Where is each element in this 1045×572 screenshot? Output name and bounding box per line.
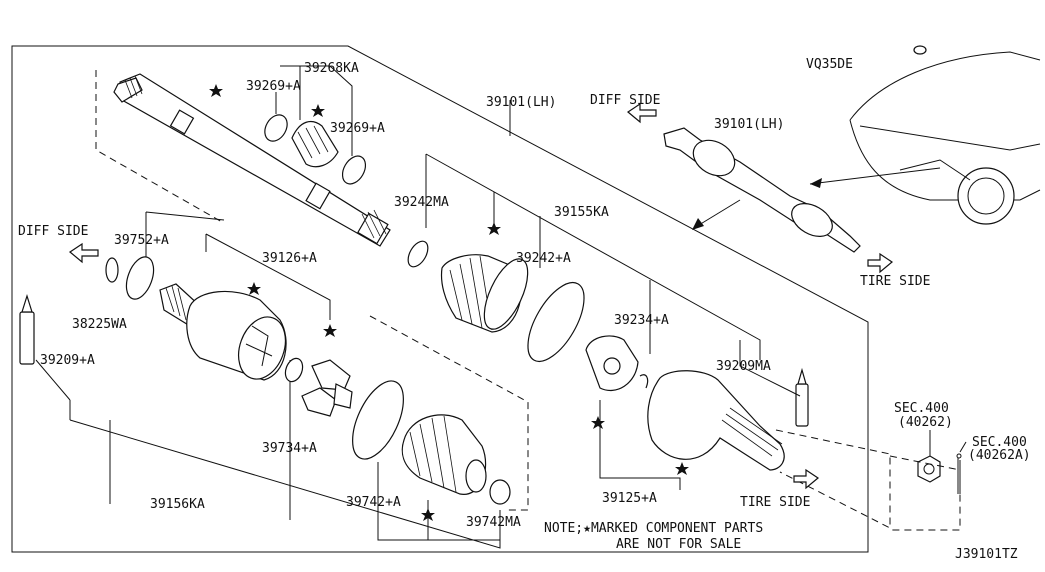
vehicle-sketch (849, 45, 1041, 225)
label-39126A: 39126+A (262, 251, 317, 266)
label-sec400-b: SEC.400 (972, 435, 1027, 450)
note-line-2: ARE NOT FOR SALE (616, 537, 741, 552)
engine-label: VQ35DE (806, 57, 853, 72)
hub-nut-icon (917, 430, 941, 483)
label-39125A: 39125+A (602, 491, 657, 506)
arrow-diff-side-top-icon (626, 102, 657, 124)
label-39101LH-2: 39101(LH) (714, 117, 784, 132)
star-39125A-b (675, 462, 689, 475)
outer-frame (11, 45, 869, 553)
outer-joint (585, 280, 785, 490)
boot-lower (401, 414, 487, 495)
note-line-1: NOTE;★MARKED COMPONENT PARTS (544, 521, 763, 536)
lower-dash-guide (369, 315, 529, 511)
label-39742A: 39742+A (346, 495, 401, 510)
arrow-tire-side-top-icon (867, 252, 894, 274)
label-39242MA: 39242MA (394, 195, 449, 210)
label-sec400-b-ref: (40262A) (968, 448, 1031, 463)
diagram-code: J39101TZ (955, 547, 1018, 562)
arrow-tire-side-bottom-icon (793, 468, 820, 490)
grease-39209MA (739, 340, 809, 427)
star-boot-kit (311, 104, 325, 117)
star-tripod (323, 324, 337, 337)
drive-shaft (113, 73, 391, 247)
frame-39156KA (69, 211, 501, 549)
star-39125A-a (591, 416, 605, 429)
star-39155KA (487, 222, 501, 235)
shaft-dash-guide (95, 70, 223, 223)
star-boot-lower (421, 508, 435, 521)
leader-39742 (377, 462, 501, 541)
direction-tire-side-top: TIRE SIDE (860, 274, 930, 289)
label-39209MA: 39209MA (716, 359, 771, 374)
direction-tire-side-bottom: TIRE SIDE (740, 495, 810, 510)
band-39742A (352, 380, 404, 460)
tire-side-dash (775, 429, 891, 529)
housing-39126A (159, 283, 287, 381)
direction-diff-side-top: DIFF SIDE (590, 93, 660, 108)
label-39242A: 39242+A (516, 251, 571, 266)
axle-sketch (663, 127, 861, 253)
tripod-joint (301, 359, 353, 417)
grease-39209A (19, 293, 71, 401)
label-39734A: 39734+A (262, 441, 317, 456)
label-39209A: 39209+A (40, 353, 95, 368)
ring-39752A (125, 256, 155, 300)
snap-ring-38225WA (105, 257, 119, 283)
arrow-head-axle (810, 178, 822, 188)
direction-diff-side-left: DIFF SIDE (18, 224, 88, 239)
label-39268KA: 39268KA (304, 61, 359, 76)
boot-kit-39155KA (407, 192, 585, 362)
snap-ring-39734A (284, 357, 304, 383)
arrow-head-main (692, 218, 704, 230)
label-39269A-2: 39269+A (330, 121, 385, 136)
band-39742MA (489, 479, 511, 505)
leader-axle-car (809, 167, 941, 185)
sec-dash (889, 455, 961, 531)
label-39234A: 39234+A (614, 313, 669, 328)
label-39742MA: 39742MA (466, 515, 521, 530)
label-sec400-a: SEC.400 (894, 401, 949, 416)
boot-kit-39268KA (264, 65, 367, 185)
label-39101LH-1: 39101(LH) (486, 95, 556, 110)
label-sec400-a-ref: (40262) (898, 415, 953, 430)
label-39752A: 39752+A (114, 233, 169, 248)
frame-39155KA (425, 153, 761, 360)
star-shaft (209, 84, 223, 97)
label-39269A-1: 39269+A (246, 79, 301, 94)
label-39155KA: 39155KA (554, 205, 609, 220)
label-39156KA: 39156KA (150, 497, 205, 512)
arrow-diff-side-left-icon (68, 242, 99, 264)
star-housing (247, 282, 261, 295)
cotter-pin-icon (956, 441, 967, 494)
label-38225WA: 38225WA (72, 317, 127, 332)
